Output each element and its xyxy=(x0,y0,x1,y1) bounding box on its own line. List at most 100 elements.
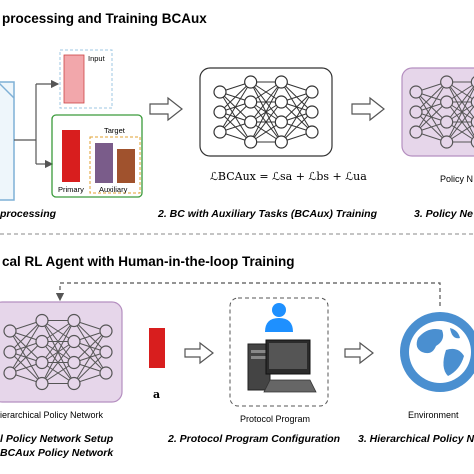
network-node xyxy=(35,334,49,349)
target-box: Target Primary Auxiliary xyxy=(51,114,143,198)
preprocess-connector xyxy=(14,79,60,169)
person-icon xyxy=(265,303,293,332)
input-box: Input xyxy=(59,49,113,109)
caption-network-setup: l Policy Network Setup xyxy=(0,433,114,445)
network-edge xyxy=(415,81,448,133)
bcaux-network xyxy=(199,67,333,157)
policy-label: Policy N xyxy=(440,174,473,184)
input-label: Input xyxy=(88,54,106,63)
network-node xyxy=(67,376,81,391)
caption-hierarchical: 3. Hierarchical Policy Ne xyxy=(358,433,474,445)
network-node xyxy=(99,366,113,380)
flow-arrow-4 xyxy=(344,341,374,365)
network-edge xyxy=(73,351,107,384)
network-node xyxy=(440,95,454,109)
network-edge xyxy=(250,81,282,123)
flow-arrow-1 xyxy=(149,96,183,122)
network-edge xyxy=(9,320,43,353)
network-edge xyxy=(9,341,43,374)
policy-network-top xyxy=(401,67,474,157)
network-edge xyxy=(219,101,252,133)
network-node xyxy=(409,125,423,139)
network-node xyxy=(35,355,49,370)
network-node xyxy=(244,115,258,129)
network-edge xyxy=(415,81,448,113)
network-node xyxy=(470,76,474,88)
network-edge xyxy=(41,341,75,384)
network-node xyxy=(35,376,49,391)
network-node xyxy=(305,105,319,119)
network-node xyxy=(274,135,288,149)
network-node xyxy=(244,135,258,149)
network-edge xyxy=(73,330,107,363)
caption-policy-network: 3. Policy Ne xyxy=(414,208,473,220)
network-node xyxy=(470,116,474,128)
network-edge xyxy=(446,105,474,143)
network-node xyxy=(440,135,454,149)
network-edge xyxy=(446,87,474,143)
network-node xyxy=(470,136,474,148)
hierarchical-policy-network xyxy=(0,301,123,403)
network-node xyxy=(99,324,113,338)
network-node xyxy=(274,115,288,129)
network-edge xyxy=(280,91,313,123)
caption-bcaux-training: 2. BC with Auxiliary Tasks (BCAux) Train… xyxy=(157,208,378,220)
network-node xyxy=(35,313,49,328)
primary-bar xyxy=(62,130,80,182)
network-edge xyxy=(41,320,75,363)
network-edge xyxy=(415,101,448,133)
environment-label: Environment xyxy=(408,410,459,420)
top-section: processing and Training BCAux Input Ta xyxy=(0,11,474,220)
flow-arrow-3 xyxy=(184,341,214,365)
caption-preprocessing: processing xyxy=(0,208,57,220)
bottom-section-title: cal RL Agent with Human-in-the-loop Trai… xyxy=(2,254,295,269)
network-node xyxy=(213,105,227,119)
network-node xyxy=(274,75,288,89)
network-node xyxy=(213,125,227,139)
globe-icon xyxy=(400,312,474,392)
network-node xyxy=(409,85,423,99)
network-node xyxy=(3,324,17,338)
loss-formula: ℒBCAux = ℒsa + ℒbs + ℒua xyxy=(210,170,367,183)
feedback-loop-arrow xyxy=(55,282,441,306)
network-edge xyxy=(73,330,107,384)
primary-label: Primary xyxy=(58,185,84,194)
target-label: Target xyxy=(104,126,126,135)
network-label: ierarchical Policy Network xyxy=(0,410,104,420)
auxiliary-bar-2 xyxy=(117,149,135,183)
action-label: a xyxy=(153,388,160,401)
bottom-section: cal RL Agent with Human-in-the-loop Trai… xyxy=(0,254,474,459)
network-node xyxy=(409,105,423,119)
auxiliary-label: Auxiliary xyxy=(99,185,128,194)
caption-protocol-config: 2. Protocol Program Configuration xyxy=(167,433,340,445)
protocol-program-box xyxy=(229,297,329,407)
action-bar xyxy=(149,328,165,368)
network-edge xyxy=(280,111,313,143)
network-node xyxy=(67,334,81,349)
auxiliary-bar-1 xyxy=(95,143,113,183)
network-edge xyxy=(41,320,75,384)
caption-bcaux-policy: BCAux Policy Network xyxy=(0,447,114,459)
computer-icon xyxy=(247,339,317,393)
network-node xyxy=(440,75,454,89)
network-node xyxy=(67,313,81,328)
network-node xyxy=(3,345,17,359)
network-edge xyxy=(219,81,252,113)
network-edge xyxy=(446,85,474,123)
network-node xyxy=(470,96,474,108)
network-node xyxy=(244,95,258,109)
network-edge xyxy=(219,81,252,133)
network-edge xyxy=(9,320,43,374)
network-node xyxy=(274,95,288,109)
network-node xyxy=(305,125,319,139)
network-node xyxy=(305,85,319,99)
network-edge xyxy=(250,81,282,143)
network-edge xyxy=(280,91,313,143)
network-node xyxy=(67,355,81,370)
network-edge xyxy=(250,101,282,143)
flow-arrow-2 xyxy=(351,96,385,122)
network-node xyxy=(99,345,113,359)
top-section-title: processing and Training BCAux xyxy=(2,11,207,26)
network-node xyxy=(3,366,17,380)
